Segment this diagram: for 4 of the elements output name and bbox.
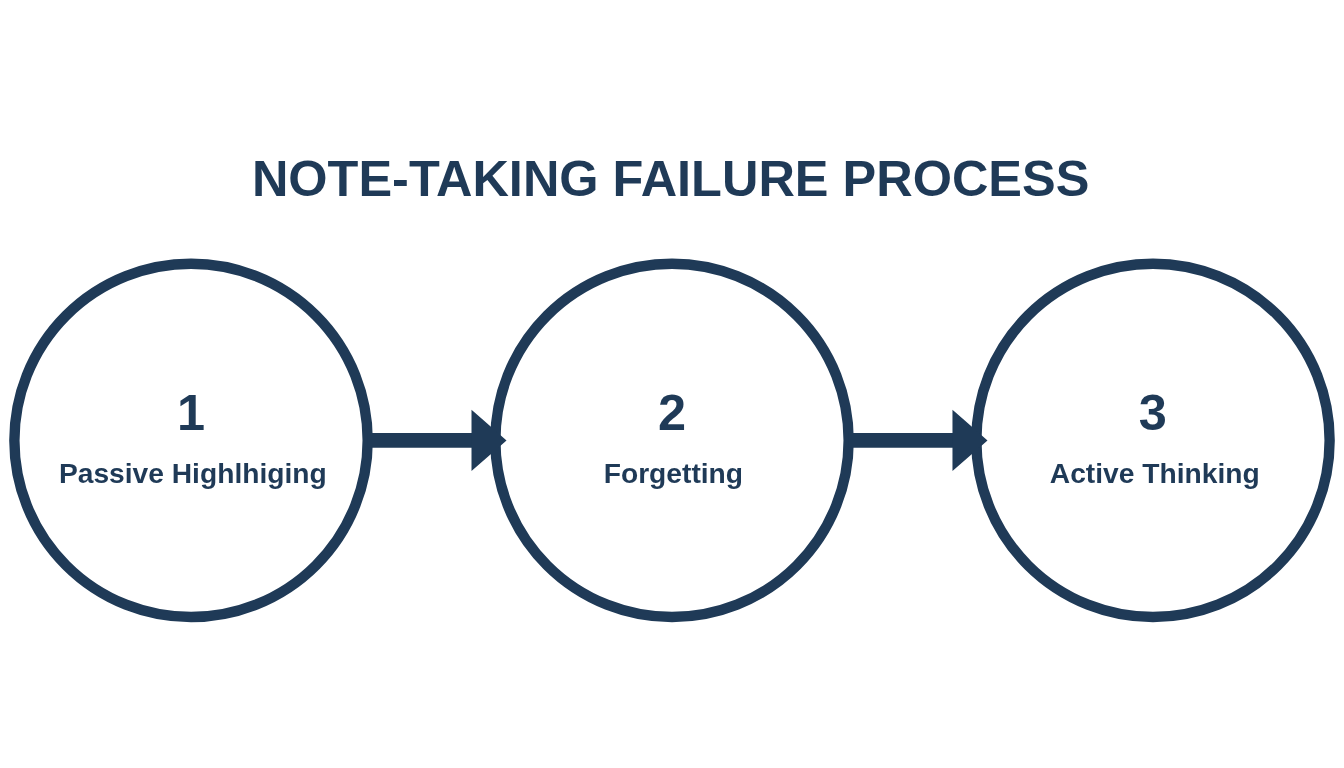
node-circle: 3 Active Thinking xyxy=(971,258,1335,623)
node-circle: 2 Forgetting xyxy=(490,258,854,623)
diagram-title: NOTE-TAKING FAILURE PROCESS xyxy=(251,149,1090,207)
node-circle: 1 Passive Highlhiging xyxy=(9,258,373,623)
